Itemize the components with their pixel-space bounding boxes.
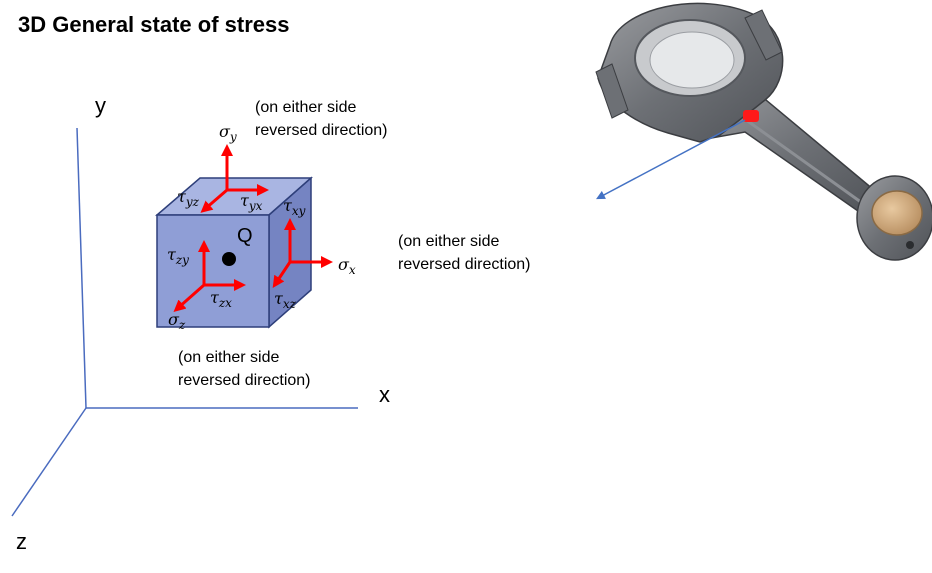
sigma-z-arrow xyxy=(173,283,205,312)
tau-xy-label: τxy xyxy=(283,196,306,218)
y-axis xyxy=(76,127,87,409)
tau-yz-label: τyz xyxy=(177,187,200,209)
top-face-note: (on either side reversed direction) xyxy=(255,96,388,142)
rod-big-end-bore-inner xyxy=(649,31,735,89)
connecting-rod-picture xyxy=(595,2,932,261)
point-q-label: Q xyxy=(237,225,253,247)
rod-cap-bolt-left xyxy=(595,63,629,119)
y-axis-label: y xyxy=(95,93,106,118)
front-face-note: (on either side reversed direction) xyxy=(178,346,311,392)
tau-zx-label: τzx xyxy=(210,288,232,310)
front-face-note-line-2: reversed direction) xyxy=(178,372,311,389)
right-face-note: (on either side reversed direction) xyxy=(398,230,531,276)
slide-title: 3D General state of stress xyxy=(18,12,290,37)
rod-oil-hole xyxy=(906,241,914,249)
sigma-x-label: σx xyxy=(338,255,356,277)
sigma-z-label: σz xyxy=(168,310,186,332)
point-q-dot xyxy=(222,252,236,266)
tau-zy-label: τzy xyxy=(167,245,189,267)
stress-element-cube xyxy=(154,176,313,329)
rod-shank-groove xyxy=(734,110,866,207)
stress-arrows xyxy=(173,144,333,312)
right-face-note-line-2: reversed direction) xyxy=(398,256,531,273)
coordinate-axes xyxy=(11,127,358,517)
tau-yx-label: τyx xyxy=(240,191,263,213)
pointer-arrow xyxy=(596,119,746,200)
front-face-note-line-1: (on either side xyxy=(178,349,280,366)
rod-cap-bolt-right xyxy=(744,9,783,61)
stress-labels: σy τyz τyx τxy τzy σx τzx τxz σz xyxy=(167,122,356,332)
top-face-note-line-1: (on either side xyxy=(255,99,357,116)
rod-small-end-bushing xyxy=(871,190,923,236)
critical-point-marker xyxy=(743,110,759,122)
top-face-note-line-2: reversed direction) xyxy=(255,122,388,139)
tau-xz-arrow xyxy=(272,261,292,288)
z-axis-label: z xyxy=(16,529,27,554)
tau-yz-arrow xyxy=(200,188,228,213)
x-axis-label: x xyxy=(379,382,390,407)
z-axis xyxy=(11,407,87,517)
tau-xz-label: τxz xyxy=(274,289,297,311)
sigma-y-label: σy xyxy=(219,122,237,144)
right-face-note-line-1: (on either side xyxy=(398,233,500,250)
